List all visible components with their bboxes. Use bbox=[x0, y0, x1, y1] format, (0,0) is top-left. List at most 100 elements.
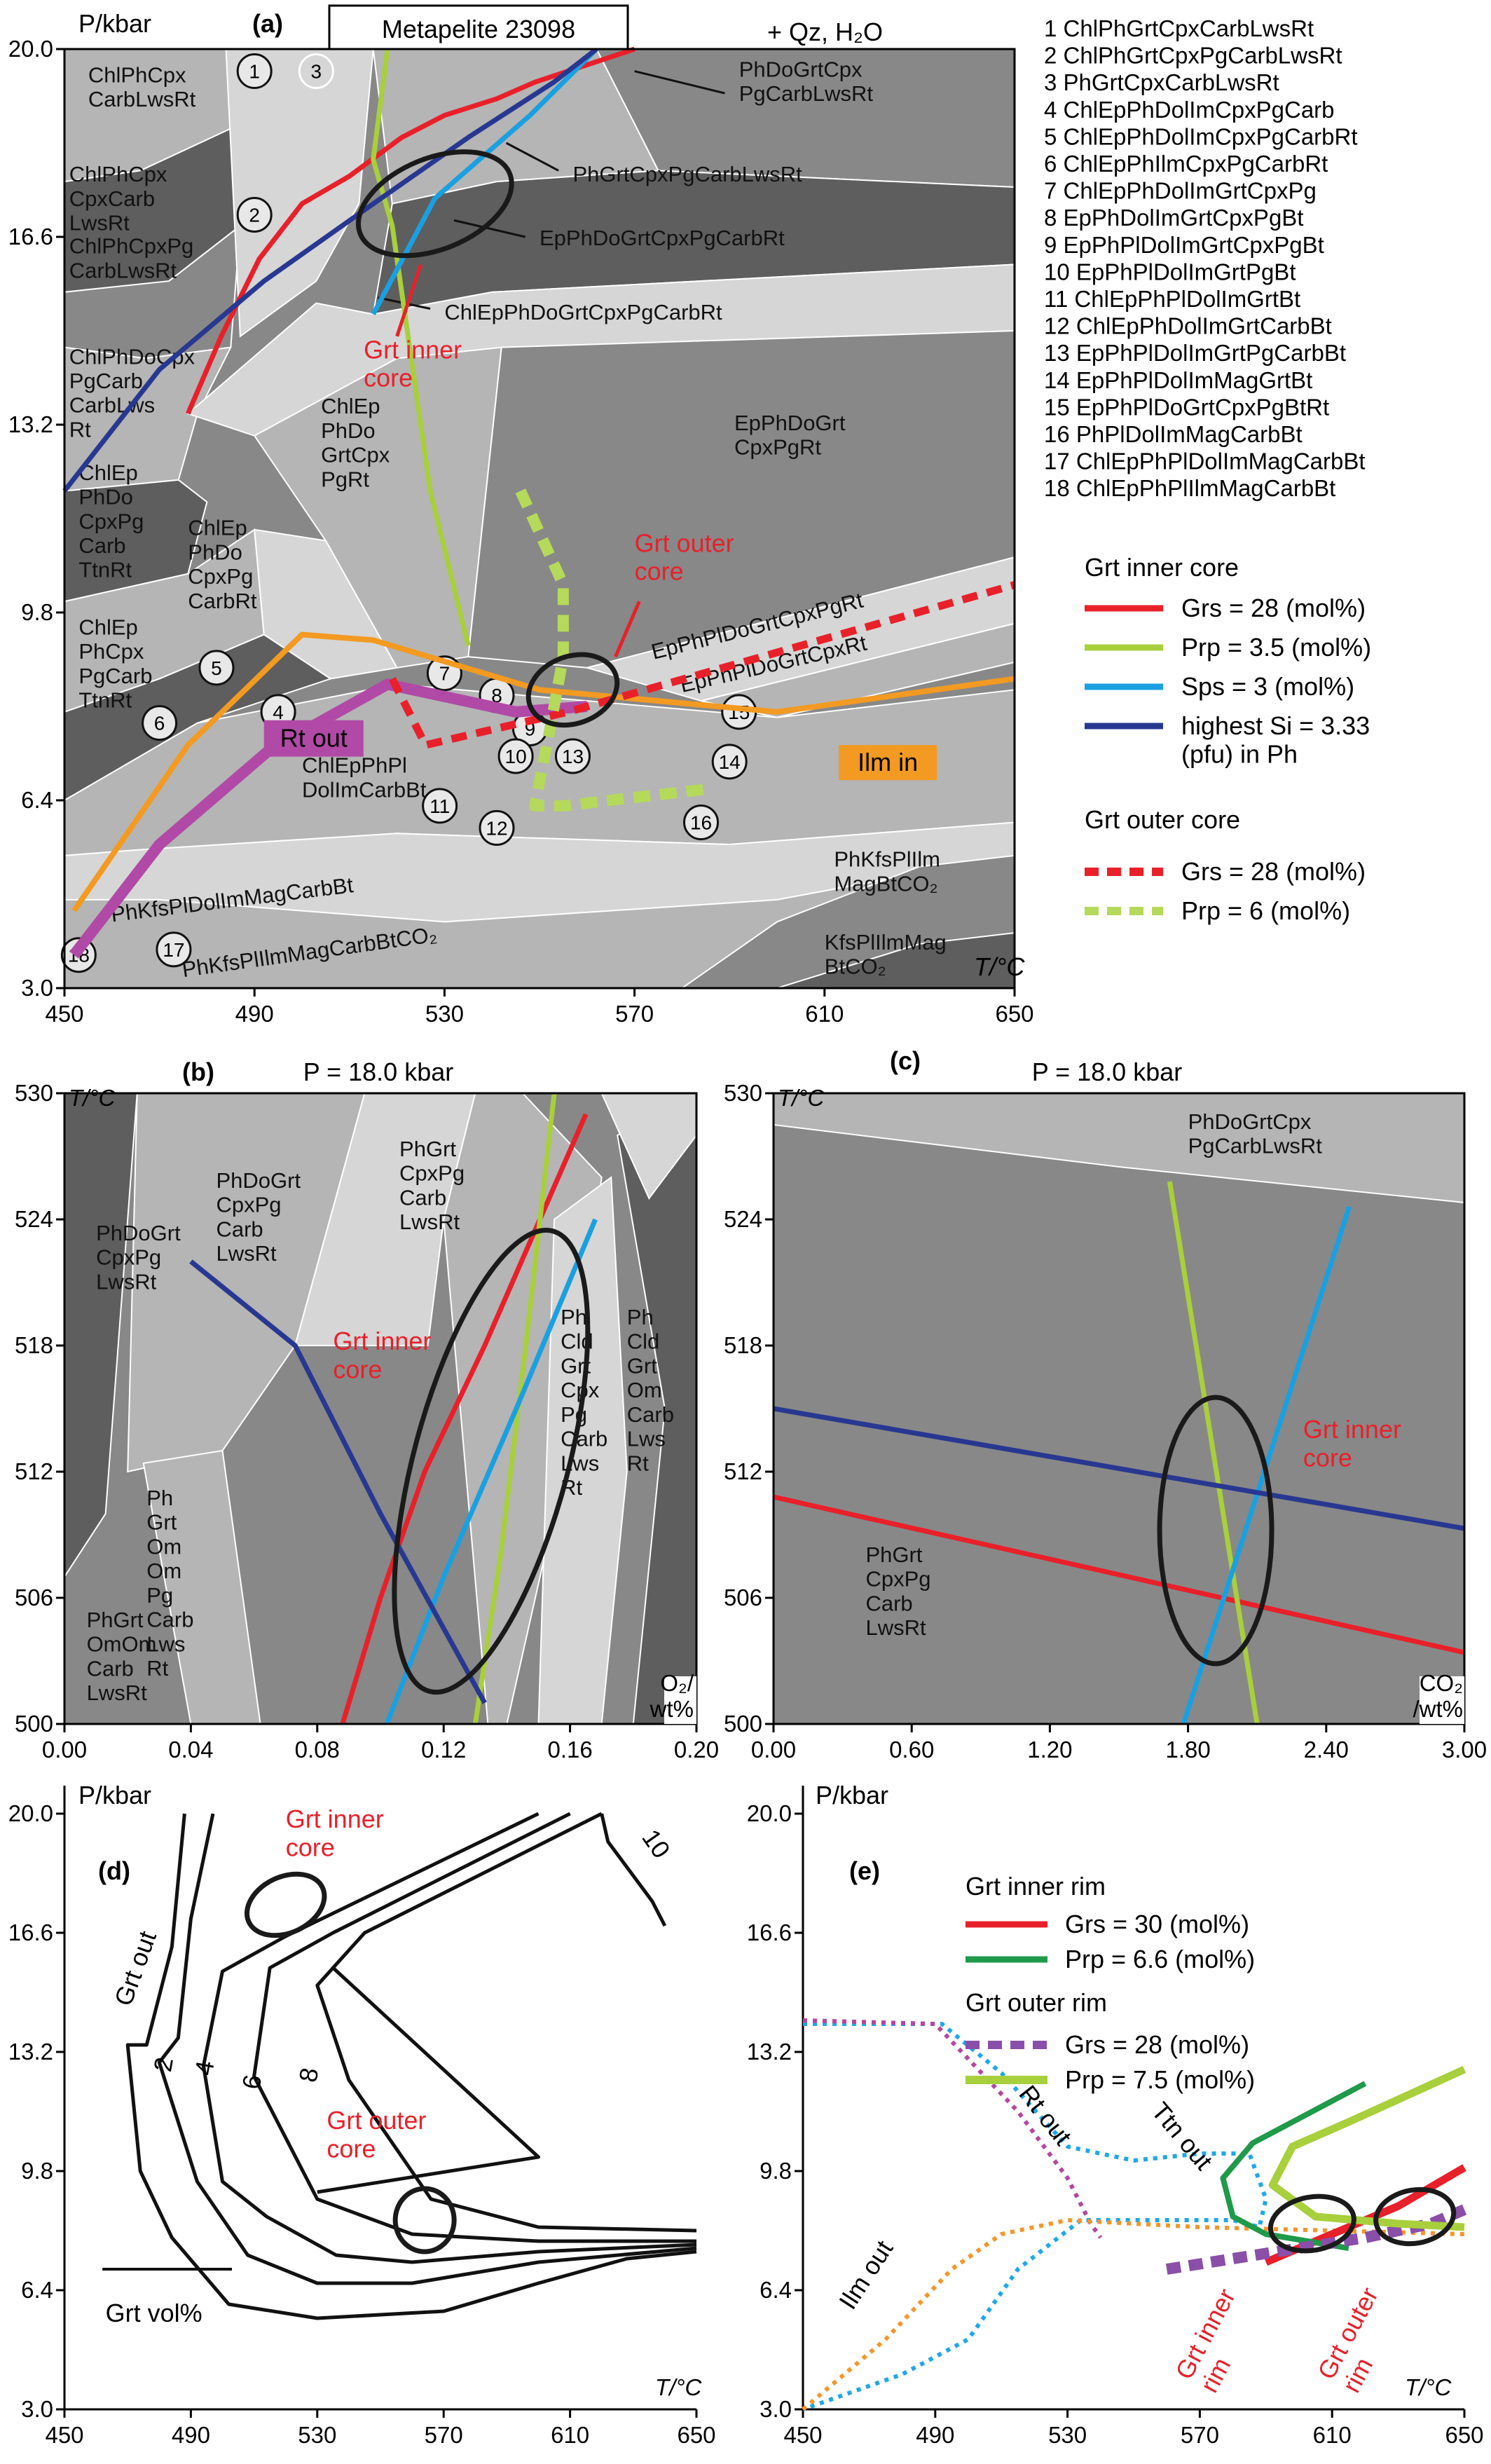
panel-c-ytick-label: 524 bbox=[724, 1206, 762, 1232]
panel-d-xtick-label: 570 bbox=[425, 2422, 463, 2448]
x-axis-label: T/°C bbox=[1405, 2374, 1452, 2400]
series-0 bbox=[340, 1113, 589, 1725]
assemblage-list-item: 11 ChlEpPhPlDolImGrtBt bbox=[1044, 286, 1300, 312]
panel-a-ytick-label: 20.0 bbox=[8, 36, 53, 62]
series-2 bbox=[384, 1218, 598, 1725]
assemblage-list-item: 8 EpPhDolImGrtCpxPgBt bbox=[1044, 205, 1303, 231]
contour-10 bbox=[600, 1813, 667, 1927]
panel-title: P = 18.0 kbar bbox=[1032, 1058, 1183, 1086]
assemblage-number: 14 bbox=[719, 751, 741, 773]
outer-rim-label: Grt outerrim bbox=[1312, 2282, 1408, 2397]
contour-8 bbox=[315, 1812, 697, 2233]
contour-label: 10 bbox=[636, 1824, 676, 1863]
panel-b-ytick-label: 512 bbox=[15, 1458, 53, 1484]
panel-e-ytick-label: 13.2 bbox=[747, 2039, 792, 2065]
series-1 bbox=[1167, 1181, 1260, 1725]
legend-label: Grs = 28 (mol%) bbox=[1181, 857, 1366, 886]
panel-c-xtick-label: 1.80 bbox=[1165, 1737, 1210, 1763]
contour-label: 8 bbox=[294, 2065, 324, 2084]
series-1 bbox=[802, 2018, 1103, 2239]
assemblage-number: 17 bbox=[163, 939, 184, 961]
y-axis-label: P/kbar bbox=[816, 1781, 888, 1809]
panel-e-ytick-label: 6.4 bbox=[760, 2277, 792, 2303]
y-axis-label: T/°C bbox=[778, 1085, 825, 1111]
assemblage-number: 15 bbox=[728, 701, 750, 723]
legend-label: Prp = 6 (mol%) bbox=[1181, 896, 1350, 925]
contour-6-loop bbox=[317, 1966, 540, 2194]
panel-c-ytick-label: 506 bbox=[724, 1585, 762, 1610]
assemblage-list-item: 17 ChlEpPhPlDolImMagCarbBt bbox=[1044, 449, 1366, 474]
panel-b-ytick-label: 518 bbox=[15, 1332, 53, 1358]
rt-out-tag bbox=[263, 720, 364, 757]
legend-title: Grt inner core bbox=[1085, 553, 1239, 582]
panel-b-xtick-label: 0.04 bbox=[168, 1737, 213, 1763]
x-axis-label: T/°C bbox=[655, 2374, 703, 2400]
panel-a-xtick-label: 530 bbox=[425, 1001, 464, 1027]
y-axis-label: P/kbar bbox=[78, 9, 151, 38]
panel-a-ytick-label: 6.4 bbox=[21, 787, 53, 813]
outer-core-ellipse bbox=[525, 652, 620, 728]
panel-a-ytick-label: 13.2 bbox=[8, 411, 53, 437]
panel-d-ytick-label: 13.2 bbox=[8, 2039, 53, 2065]
panel-c-xtick-label: 1.20 bbox=[1027, 1737, 1072, 1763]
panel-b-ytick-label: 524 bbox=[15, 1206, 53, 1232]
assemblage-list-item: 18 ChlEpPhPlIlmMagCarbBt bbox=[1044, 475, 1335, 501]
inner-rim-label: Grt innerrim bbox=[1169, 2284, 1266, 2397]
assemblage-marker bbox=[554, 738, 591, 774]
panel-e-xtick-label: 570 bbox=[1181, 2422, 1219, 2448]
panel-c-ytick-label: 512 bbox=[724, 1458, 762, 1484]
assemblage-list-item: 13 EpPhPlDolImGrtPgCarbBt bbox=[1044, 340, 1346, 366]
assemblage-list-item: 4 ChlEpPhDolImCpxPgCarb bbox=[1044, 97, 1335, 123]
assemblage-list-item: 10 EpPhPlDolImGrtPgBt bbox=[1044, 259, 1296, 285]
x-axis-label: O₂/wt% bbox=[650, 1670, 694, 1722]
contour-2 bbox=[157, 1813, 697, 2285]
rt-out-curve bbox=[69, 678, 588, 959]
assemblage-number: 4 bbox=[273, 701, 284, 723]
series-6 bbox=[1268, 2065, 1466, 2231]
callout-arrow bbox=[634, 70, 725, 95]
panel-b-ytick-label: 506 bbox=[15, 1585, 53, 1610]
panel-e-xtick-label: 650 bbox=[1445, 2422, 1483, 2448]
assemblage-marker bbox=[142, 705, 178, 741]
assemblage-number: 1 bbox=[249, 61, 260, 83]
panel-a-xtick-label: 650 bbox=[995, 1001, 1033, 1027]
panel-e-xtick-label: 610 bbox=[1313, 2422, 1352, 2448]
panel-b-ytick-label: 500 bbox=[15, 1711, 53, 1737]
legend-title: Grt inner rim bbox=[966, 1872, 1106, 1901]
ilm-out-label: Ilm out bbox=[833, 2235, 898, 2314]
panel-e-xtick-label: 530 bbox=[1048, 2422, 1087, 2448]
scale-label: Grt vol% bbox=[106, 2299, 202, 2327]
panel-d-ytick-label: 9.8 bbox=[21, 2158, 53, 2184]
panel-b-ytick-label: 530 bbox=[15, 1080, 53, 1106]
callout-label: PhGrtCpxPgCarbLwsRt bbox=[572, 162, 802, 186]
panel-b-xtick-label: 0.20 bbox=[674, 1737, 719, 1763]
callout-arrow bbox=[505, 142, 559, 172]
assemblage-number: 8 bbox=[491, 685, 502, 706]
series-4 bbox=[388, 581, 1016, 749]
legend-label: Sps = 3 (mol%) bbox=[1181, 672, 1354, 701]
outer-core-arrow bbox=[614, 601, 641, 658]
inner-core-ellipse bbox=[244, 1871, 327, 1938]
assemblage-marker bbox=[683, 805, 720, 841]
assemblage-list-item: 3 PhGrtCpxCarbLwsRt bbox=[1044, 69, 1279, 95]
assemblage-marker bbox=[298, 53, 334, 90]
field bbox=[537, 1176, 628, 1725]
assemblage-number: 10 bbox=[505, 746, 527, 767]
panel-e-xtick-label: 490 bbox=[916, 2422, 954, 2448]
panel-letter: (b) bbox=[182, 1058, 214, 1086]
panel-a-ytick-label: 16.6 bbox=[8, 224, 53, 249]
ilm-in-curve bbox=[71, 631, 1015, 912]
panel-b-frame bbox=[63, 1092, 698, 1725]
series-1 bbox=[371, 48, 471, 647]
assemblage-list-item: 9 EpPhPlDolImGrtCpxPgBt bbox=[1044, 232, 1324, 258]
series-1 bbox=[472, 1093, 557, 1725]
legend-label: Prp = 6.6 (mol%) bbox=[1065, 1945, 1255, 1973]
